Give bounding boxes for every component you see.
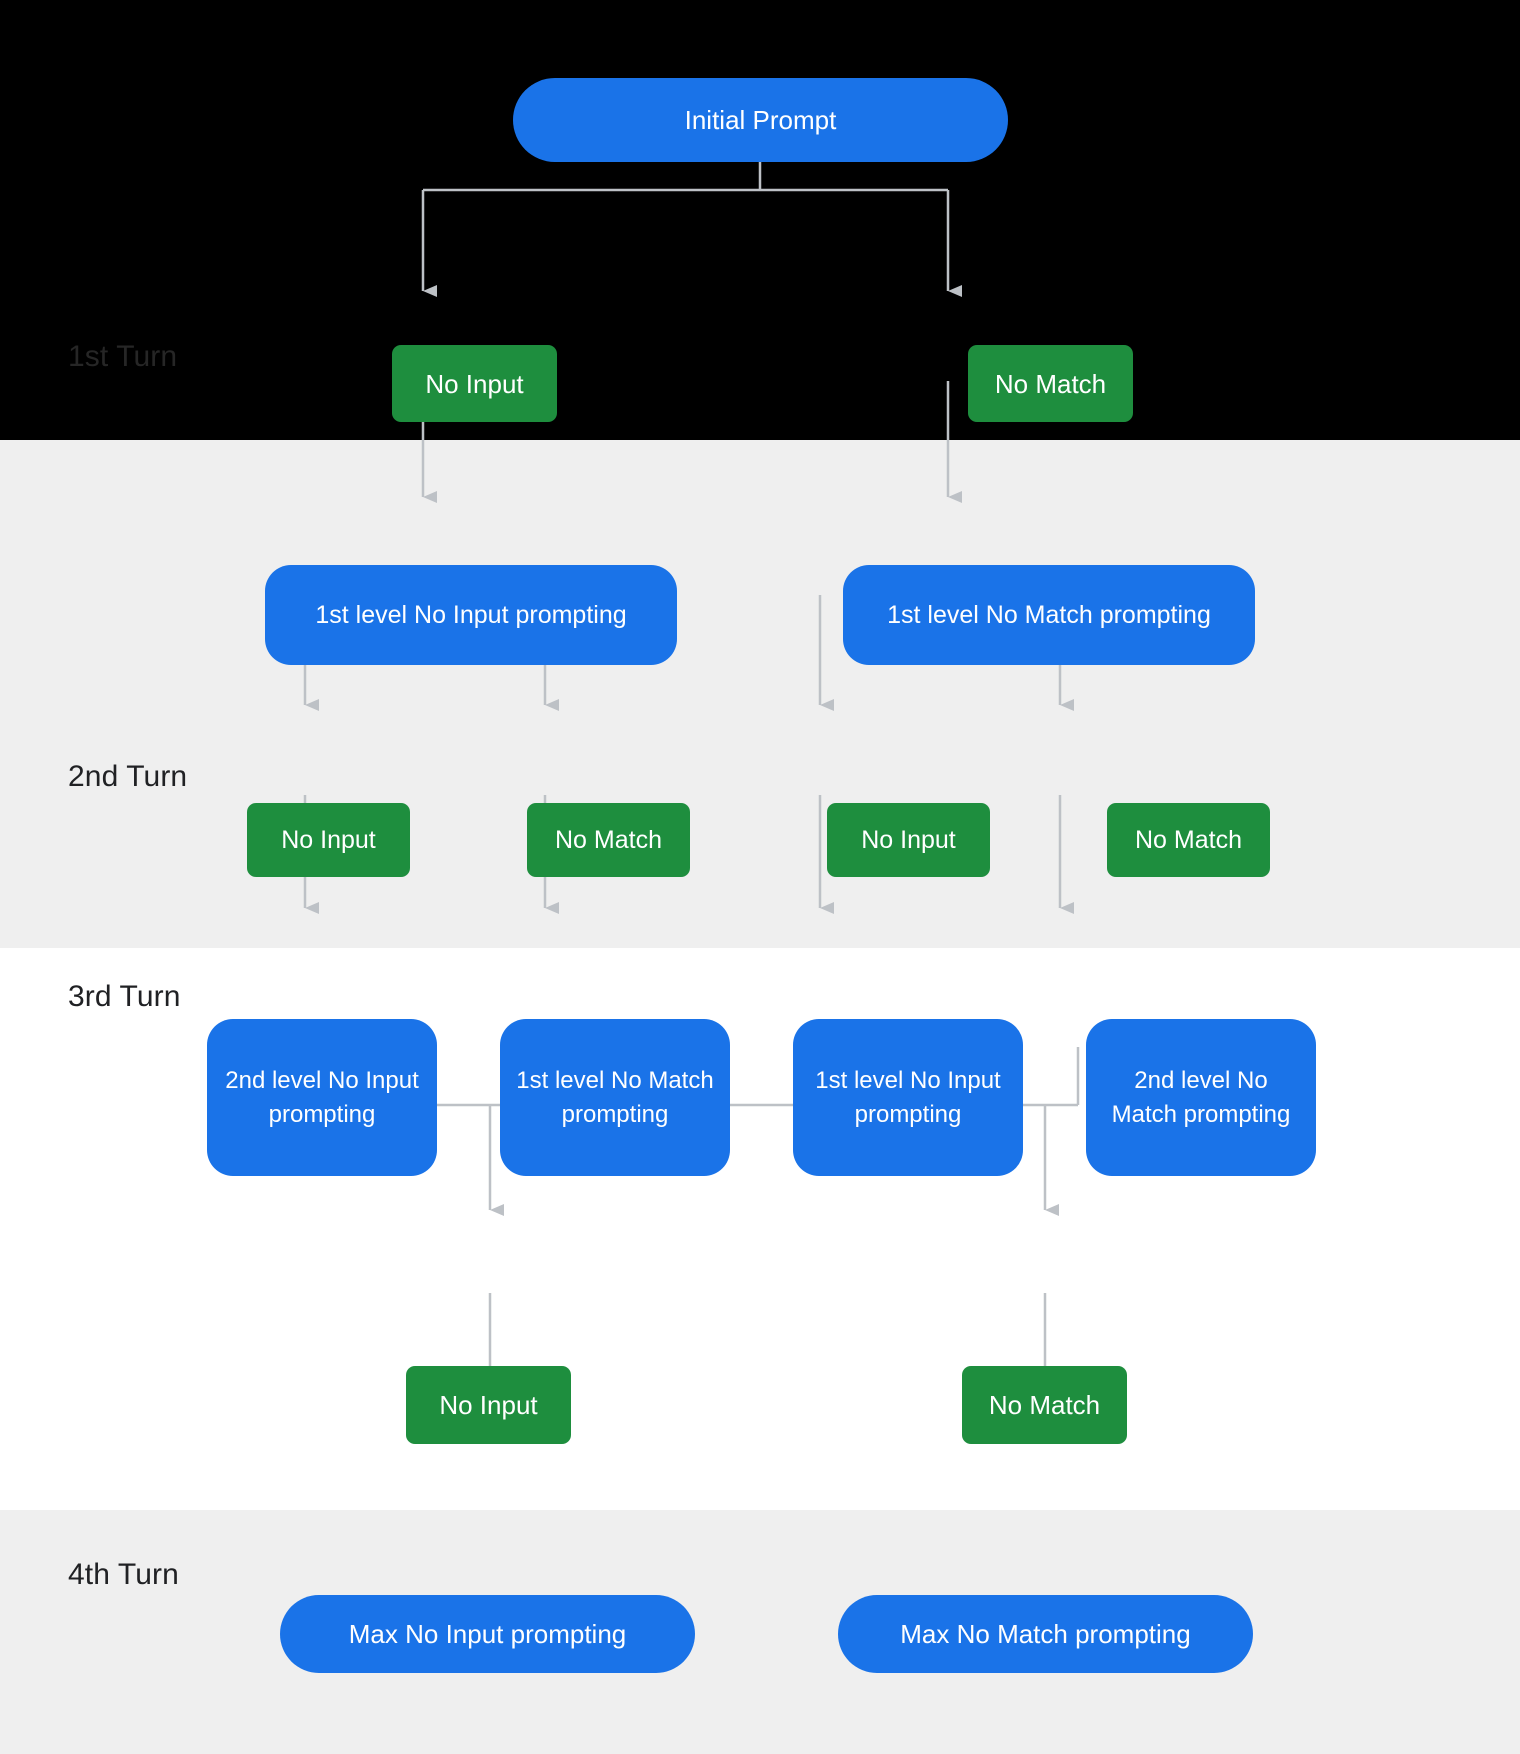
node-turn3-no-match-label: No Match [988,1390,1101,1420]
node-turn3-second-level-no-match-prompting[interactable]: 2nd level No Match prompting [1086,1019,1316,1176]
node-turn3-no-match[interactable]: No Match [962,1366,1127,1444]
node-turn2-first-level-no-input-prompting-label: 1st level No Input prompting [315,600,627,629]
node-turn2-no-match-a-label: No Match [555,825,662,854]
node-turn3-second-level-no-input-prompting-label: 2nd level No Input prompting [225,1066,419,1128]
node-turn2-first-level-no-input-prompting[interactable]: 1st level No Input prompting [265,565,677,665]
node-initial-prompt-label: Initial Prompt [684,105,837,135]
node-turn1-no-match-label: No Match [994,368,1107,399]
node-turn2-no-input-b-label: No Input [861,825,956,854]
node-turn2-first-level-no-match-prompting-label: 1st level No Match prompting [887,600,1211,629]
turn-label-1st: 1st Turn [68,340,178,373]
node-turn3-second-level-no-match-prompting-label: 2nd level No Match prompting [1111,1066,1291,1128]
node-turn4-max-no-input-prompting[interactable]: Max No Input prompting [280,1595,695,1673]
node-turn4-max-no-match-prompting-label: Max No Match prompting [900,1619,1191,1649]
turn-label-4th: 4th Turn [68,1558,179,1591]
node-turn2-no-input-b[interactable]: No Input [827,803,990,877]
turn-label-2nd: 2nd Turn [68,760,188,793]
turn-band-4th [0,1510,1520,1754]
node-turn3-first-level-no-match-prompting[interactable]: 1st level No Match prompting [500,1019,730,1176]
node-turn2-no-match-b-label: No Match [1135,825,1242,854]
node-turn3-no-input-label: No Input [439,1390,538,1420]
node-turn2-no-input-a[interactable]: No Input [247,803,410,877]
turn-band-1st [0,0,1520,440]
node-turn2-no-match-a[interactable]: No Match [527,803,690,877]
node-turn1-no-input-label: No Input [425,368,524,399]
node-turn4-max-no-match-prompting[interactable]: Max No Match prompting [838,1595,1253,1673]
node-turn2-no-match-b[interactable]: No Match [1107,803,1270,877]
node-turn2-no-input-a-label: No Input [281,825,376,854]
node-turn3-first-level-no-match-prompting-label: 1st level No Match prompting [516,1066,714,1128]
node-turn4-max-no-input-prompting-label: Max No Input prompting [348,1619,627,1649]
turn-label-3rd: 3rd Turn [68,980,181,1013]
node-turn1-no-match[interactable]: No Match [968,345,1133,422]
node-turn3-first-level-no-input-prompting[interactable]: 1st level No Input prompting [793,1019,1023,1176]
node-turn3-second-level-no-input-prompting[interactable]: 2nd level No Input prompting [207,1019,437,1176]
node-turn1-no-input[interactable]: No Input [392,345,557,422]
node-turn2-first-level-no-match-prompting[interactable]: 1st level No Match prompting [843,565,1255,665]
node-initial-prompt[interactable]: Initial Prompt [513,78,1008,162]
node-turn3-first-level-no-input-prompting-label: 1st level No Input prompting [815,1066,1001,1128]
node-turn3-no-input[interactable]: No Input [406,1366,571,1444]
